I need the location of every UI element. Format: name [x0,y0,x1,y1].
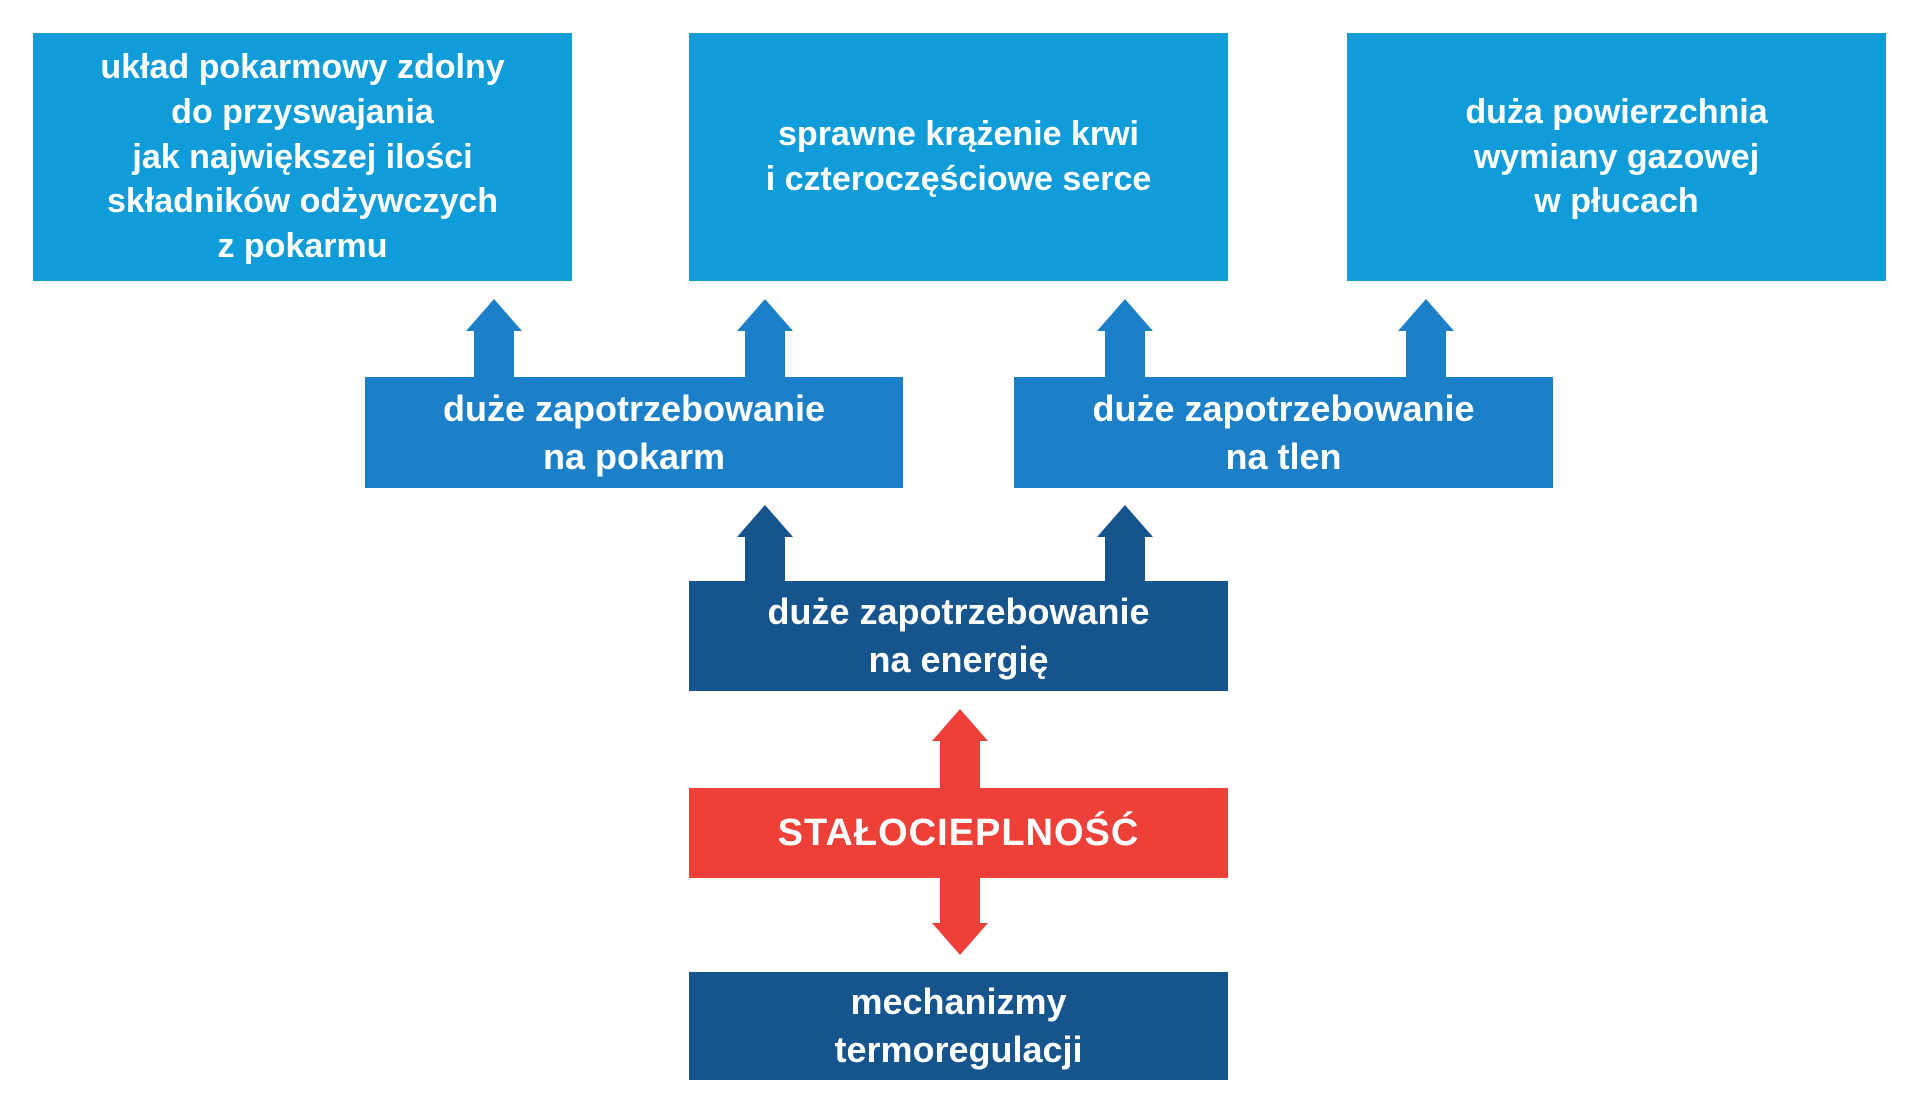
arrow-stem [474,331,514,377]
box-homeothermy: STAŁOCIEPLNOŚĆ [689,788,1228,878]
arrow-head [737,505,793,537]
arrow-stem [1105,331,1145,377]
box-thermoregulation: mechanizmy termoregulacji [689,972,1228,1080]
arrow-head [932,709,988,741]
arrow-head [466,299,522,331]
arrow-stem [1105,537,1145,581]
arrow-head [1398,299,1454,331]
box-energy-demand: duże zapotrzebowanie na energię [689,581,1228,691]
arrow-up-icon [737,505,793,581]
arrow-up-icon [1097,505,1153,581]
arrow-stem [940,741,980,788]
arrow-head [1097,299,1153,331]
arrow-up-icon [1398,299,1454,377]
box-food-demand: duże zapotrzebowanie na pokarm [365,377,903,488]
arrow-stem [745,331,785,377]
box-gas-exchange: duża powierzchnia wymiany gazowej w płuc… [1347,33,1886,281]
arrow-stem [1406,331,1446,377]
arrow-down-icon [932,878,988,955]
arrow-head [932,923,988,955]
arrow-up-icon [932,709,988,788]
arrow-stem [940,878,980,923]
arrow-up-icon [737,299,793,377]
arrow-head [737,299,793,331]
arrow-head [1097,505,1153,537]
arrow-up-icon [1097,299,1153,377]
arrow-up-icon [466,299,522,377]
arrow-stem [745,537,785,581]
box-blood-circulation: sprawne krążenie krwi i czteroczęściowe … [689,33,1228,281]
box-oxygen-demand: duże zapotrzebowanie na tlen [1014,377,1553,488]
box-digestive-system: układ pokarmowy zdolny do przyswajania j… [33,33,572,281]
